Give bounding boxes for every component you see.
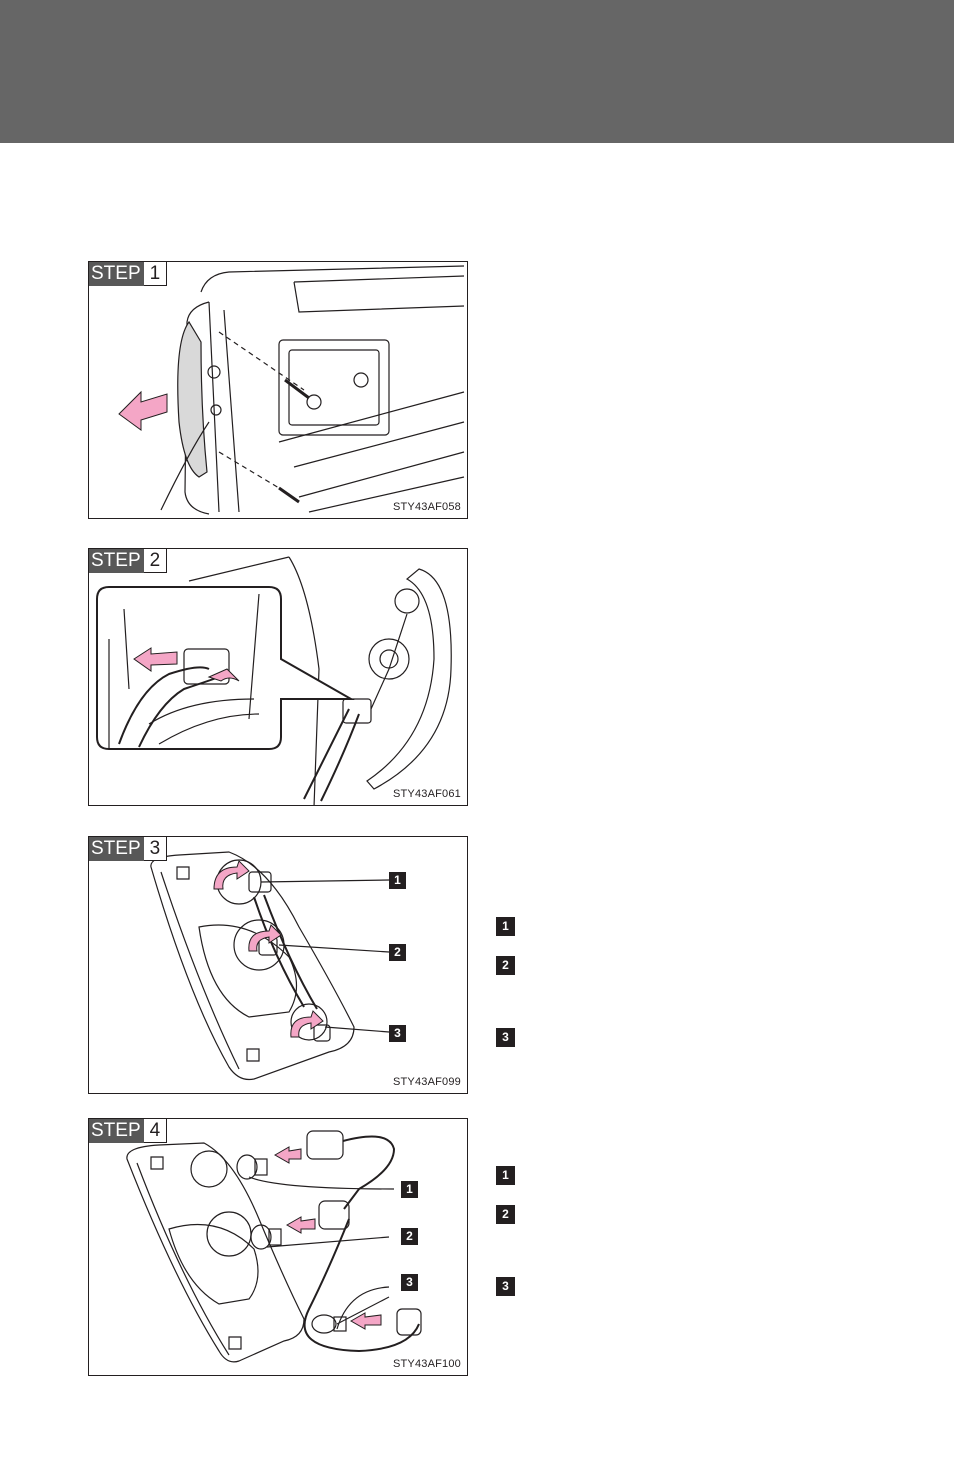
step-3-label: STEP 3 (89, 837, 168, 861)
tailgate-illustration (160, 265, 465, 515)
callout-1: 1 (389, 872, 406, 889)
callout-3: 3 (389, 1025, 406, 1042)
step-word: STEP (89, 837, 144, 861)
side-badge-step4-1: 1 (496, 1166, 515, 1185)
step-word: STEP (89, 1119, 144, 1143)
callout-1: 1 (401, 1181, 418, 1198)
release-arrows (133, 647, 240, 682)
step-number: 2 (143, 549, 168, 573)
lamp-rear-illustration (150, 851, 390, 1081)
connector-illustration (96, 556, 452, 805)
side-badge-step3-3: 3 (496, 1028, 515, 1047)
step-2-figure: STEP 2 STY43AF061 (88, 548, 468, 806)
figure-code: STY43AF100 (391, 1358, 462, 1370)
callout-2: 2 (401, 1228, 418, 1245)
step-1-figure: STEP 1 STY43AF058 (88, 261, 468, 519)
step-word: STEP (89, 262, 144, 286)
step-number: 4 (143, 1119, 168, 1143)
step-2-label: STEP 2 (89, 549, 168, 573)
side-badge-step3-2: 2 (496, 956, 515, 975)
step-number: 3 (143, 837, 168, 861)
callout-2: 2 (389, 944, 406, 961)
side-badge-step4-2: 2 (496, 1205, 515, 1224)
pull-out-arrows (273, 1146, 382, 1330)
step-word: STEP (89, 549, 144, 573)
side-badge-step4-3: 3 (496, 1277, 515, 1296)
pull-direction-arrow (118, 390, 168, 431)
figure-code: STY43AF058 (391, 501, 462, 513)
step-4-figure: STEP 4 1 2 3 STY43AF100 (88, 1118, 468, 1376)
header-band (0, 0, 954, 143)
step-4-label: STEP 4 (89, 1119, 168, 1143)
figure-code: STY43AF061 (391, 788, 462, 800)
figure-code: STY43AF099 (391, 1076, 462, 1088)
twist-arrows (213, 860, 324, 1038)
bulb-removal-illustration (126, 1130, 422, 1363)
step-3-figure: STEP 3 1 2 3 STY43AF099 (88, 836, 468, 1094)
callout-3: 3 (401, 1274, 418, 1291)
side-badge-step3-1: 1 (496, 917, 515, 936)
step-number: 1 (143, 262, 168, 286)
step-1-label: STEP 1 (89, 262, 168, 286)
